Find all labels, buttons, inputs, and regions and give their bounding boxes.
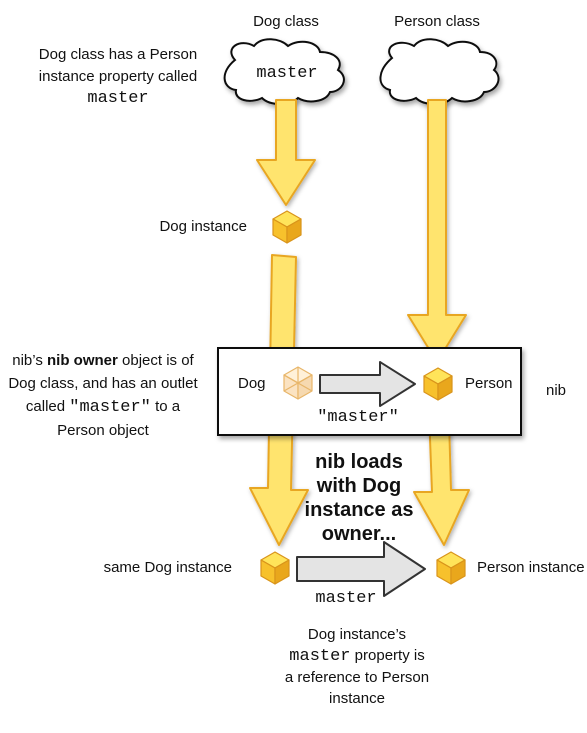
nib-owner-note-line3: called "master" to a [25, 398, 181, 417]
dog-instance-label: Dog instance [159, 218, 247, 235]
nib-label: nib [546, 382, 567, 399]
person-class-header: Person class [394, 13, 480, 30]
dog-class-note-line2: instance property called [38, 68, 198, 85]
result-note-line1: Dog instance’s [307, 626, 407, 643]
nib-person-cube-icon [423, 367, 453, 401]
dog-cloud-master-text: master [256, 64, 318, 83]
result-note: Dog instance’s master property is a refe… [285, 624, 429, 709]
nib-owner-note: nib’s nib owner object is of Dog class, … [8, 349, 197, 442]
dog-instance-cube-icon [272, 210, 302, 244]
result-note-line2: master property is [289, 647, 425, 666]
result-note-line4: instance [329, 690, 385, 707]
dog-class-note: Dog class has a Person instance property… [39, 44, 197, 110]
arrow-person-class-to-nib-person [407, 99, 467, 363]
nib-owner-emphasis: nib owner [47, 352, 118, 369]
dog-class-header: Dog class [253, 13, 319, 30]
nib-dog-label: Dog [238, 375, 266, 392]
person-instance-cube-icon [436, 551, 466, 585]
bottom-master-label: master [315, 589, 377, 608]
nib-owner-note-line4: Person object [57, 422, 149, 439]
nib-person-label: Person [465, 375, 513, 392]
same-dog-instance-label: same Dog instance [103, 559, 232, 576]
nib-outlet-arrow [319, 361, 416, 407]
person-class-cloud [379, 38, 500, 105]
person-instance-label: Person instance [477, 559, 585, 576]
nib-outlet-label: "master" [317, 408, 399, 427]
dog-class-cloud [223, 38, 345, 105]
master-outlet-arrow [296, 541, 426, 597]
nib-owner-note-line2: Dog class, and has an outlet [8, 375, 198, 392]
dog-class-note-line1: Dog class has a Person [38, 46, 198, 63]
nib-owner-note-line1: nib’s nib owner object is of [12, 352, 194, 369]
dog-class-note-code: master [87, 89, 149, 108]
nib-dog-placeholder-cube-icon [283, 366, 313, 400]
same-dog-instance-cube-icon [260, 551, 290, 585]
result-note-line3: a reference to Person [284, 669, 430, 686]
nib-loads-text: nib loads with Dog instance as owner... [304, 451, 414, 545]
arrow-dog-class-to-instance [256, 99, 316, 206]
